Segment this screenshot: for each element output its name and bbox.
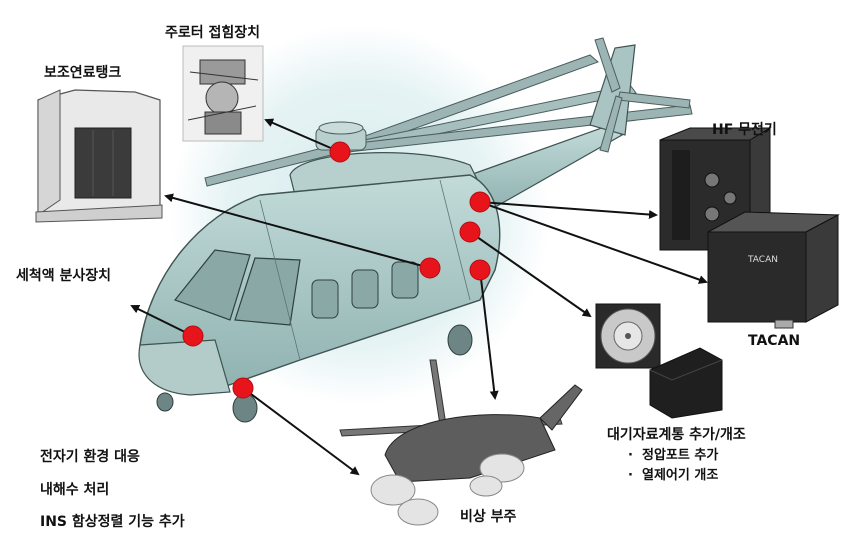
label-rotor-folding: 주로터 접힘장치 (165, 25, 261, 41)
arrow-washer-spray (130, 305, 194, 337)
air-data-illustration (595, 303, 723, 419)
air-data-item-2-text: 열제어기 개조 (642, 468, 719, 483)
label-ins: INS 함상정렬 기능 추가 (40, 514, 185, 530)
arrow-hf-radio (479, 201, 658, 219)
arrow-tacan (479, 201, 708, 284)
label-air-data: 대기자료계통 추가/개조 (607, 427, 746, 443)
marker-float (469, 259, 491, 281)
tacan-illustration (707, 211, 840, 329)
label-tacan: TACAN (748, 333, 801, 349)
markers (182, 141, 491, 399)
marker-lower (232, 377, 254, 399)
label-washer-spray: 세척액 분사장치 (16, 268, 112, 284)
air-data-item-1: · 정압포트 추가 (628, 448, 719, 463)
helicopter-illustration (138, 37, 693, 423)
arrow-rotor-folding (264, 118, 341, 153)
label-emi: 전자기 환경 대응 (40, 449, 140, 465)
aux-fuel-tank-illustration (35, 89, 163, 223)
tacan-plate-text: TACAN (747, 255, 778, 265)
marker-rotor (329, 141, 351, 163)
marker-washer (182, 325, 204, 347)
float-helicopter-illustration (339, 359, 583, 526)
arrow-aux-fuel-tank (164, 193, 431, 269)
arrow-float-lower (242, 387, 360, 476)
label-seawater: 내해수 처리 (40, 482, 110, 498)
air-data-item-2: · 열제어기 개조 (628, 468, 719, 483)
marker-hf-tacan (469, 191, 491, 213)
label-hf-radio: HF 무전기 (712, 122, 777, 138)
air-data-item-1-text: 정압포트 추가 (642, 448, 719, 463)
label-float: 비상 부주 (460, 509, 517, 525)
marker-fuel-tank (419, 257, 441, 279)
connector-arrows (130, 118, 708, 476)
arrow-air-data (469, 231, 592, 318)
rotor-folding-illustration (182, 45, 264, 142)
label-aux-fuel-tank: 보조연료탱크 (44, 65, 122, 81)
arrow-float (479, 269, 499, 400)
marker-air-data (459, 221, 481, 243)
